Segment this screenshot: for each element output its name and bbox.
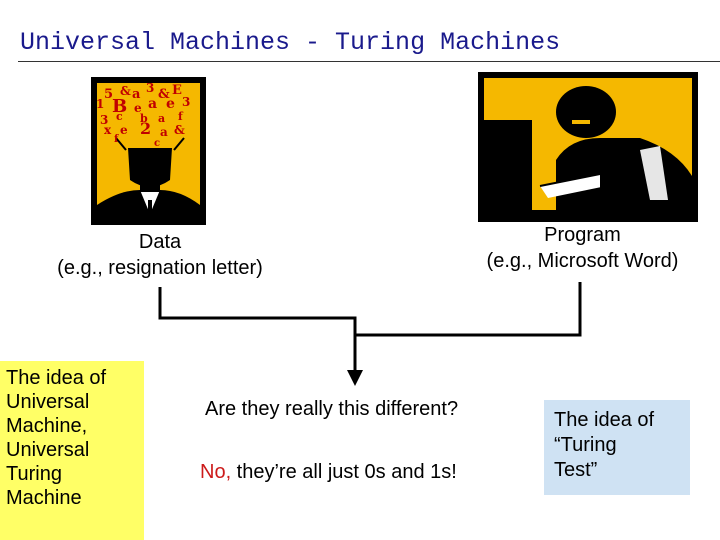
svg-text:a: a [160, 125, 168, 139]
answer-no: No, [200, 461, 232, 483]
data-caption-line-1: Data [138, 231, 182, 253]
connector-lines [158, 282, 582, 372]
svg-text:&: & [120, 84, 131, 98]
program-caption-line-2: (e.g., Microsoft Word) [486, 250, 679, 272]
svg-text:&: & [158, 87, 170, 102]
program-caption: Program (e.g., Microsoft Word) [455, 222, 710, 274]
svg-text:c: c [116, 110, 123, 123]
idea-universal-line: Universal [6, 439, 90, 461]
slide-title: Universal Machines - Turing Machines [20, 28, 561, 57]
program-caption-line-1: Program [544, 224, 621, 246]
idea-turing-box: The idea of “Turing Test” [544, 400, 690, 495]
svg-text:5: 5 [104, 87, 113, 102]
idea-turing-line: The idea of [554, 409, 655, 431]
answer-text: No, they’re all just 0s and 1s! [200, 461, 457, 484]
svg-text:e: e [120, 123, 128, 137]
svg-text:1: 1 [96, 97, 104, 111]
answer-rest: they’re all just 0s and 1s! [231, 461, 457, 483]
svg-text:3: 3 [100, 113, 108, 127]
head-with-letters-clipart: 5 & a 3 & E 1 B e a e 3 3 c b a f x e 2 … [91, 77, 206, 225]
svg-text:&: & [174, 123, 185, 137]
svg-text:2: 2 [140, 119, 151, 138]
svg-text:a: a [158, 112, 165, 125]
idea-universal-line: Turing [6, 463, 62, 485]
svg-text:a: a [132, 87, 141, 102]
data-caption-line-2: (e.g., resignation letter) [57, 257, 263, 279]
svg-text:x: x [104, 123, 112, 137]
svg-text:f: f [114, 134, 119, 145]
question-text: Are they really this different? [205, 398, 459, 420]
idea-universal-line: The idea of [6, 367, 107, 389]
idea-universal-box: The idea of Universal Machine, Universal… [0, 361, 144, 540]
svg-text:e: e [134, 101, 142, 115]
idea-turing-line: “Turing [554, 434, 617, 456]
idea-universal-line: Machine [6, 487, 82, 509]
person-at-computer-clipart [478, 72, 698, 222]
svg-text:B: B [112, 96, 127, 117]
title-divider [18, 61, 720, 62]
svg-text:c: c [154, 138, 160, 149]
svg-text:f: f [178, 110, 184, 123]
svg-text:b: b [140, 112, 148, 125]
svg-text:a: a [148, 96, 157, 112]
data-caption: Data (e.g., resignation letter) [20, 229, 300, 281]
svg-text:3: 3 [146, 81, 154, 95]
idea-universal-line: Universal [6, 391, 90, 413]
svg-text:e: e [166, 96, 175, 112]
svg-text:3: 3 [182, 95, 190, 109]
down-arrow-icon [347, 370, 363, 386]
svg-text:E: E [172, 83, 182, 98]
idea-turing-line: Test” [554, 459, 598, 481]
idea-universal-line: Machine, [6, 415, 88, 437]
